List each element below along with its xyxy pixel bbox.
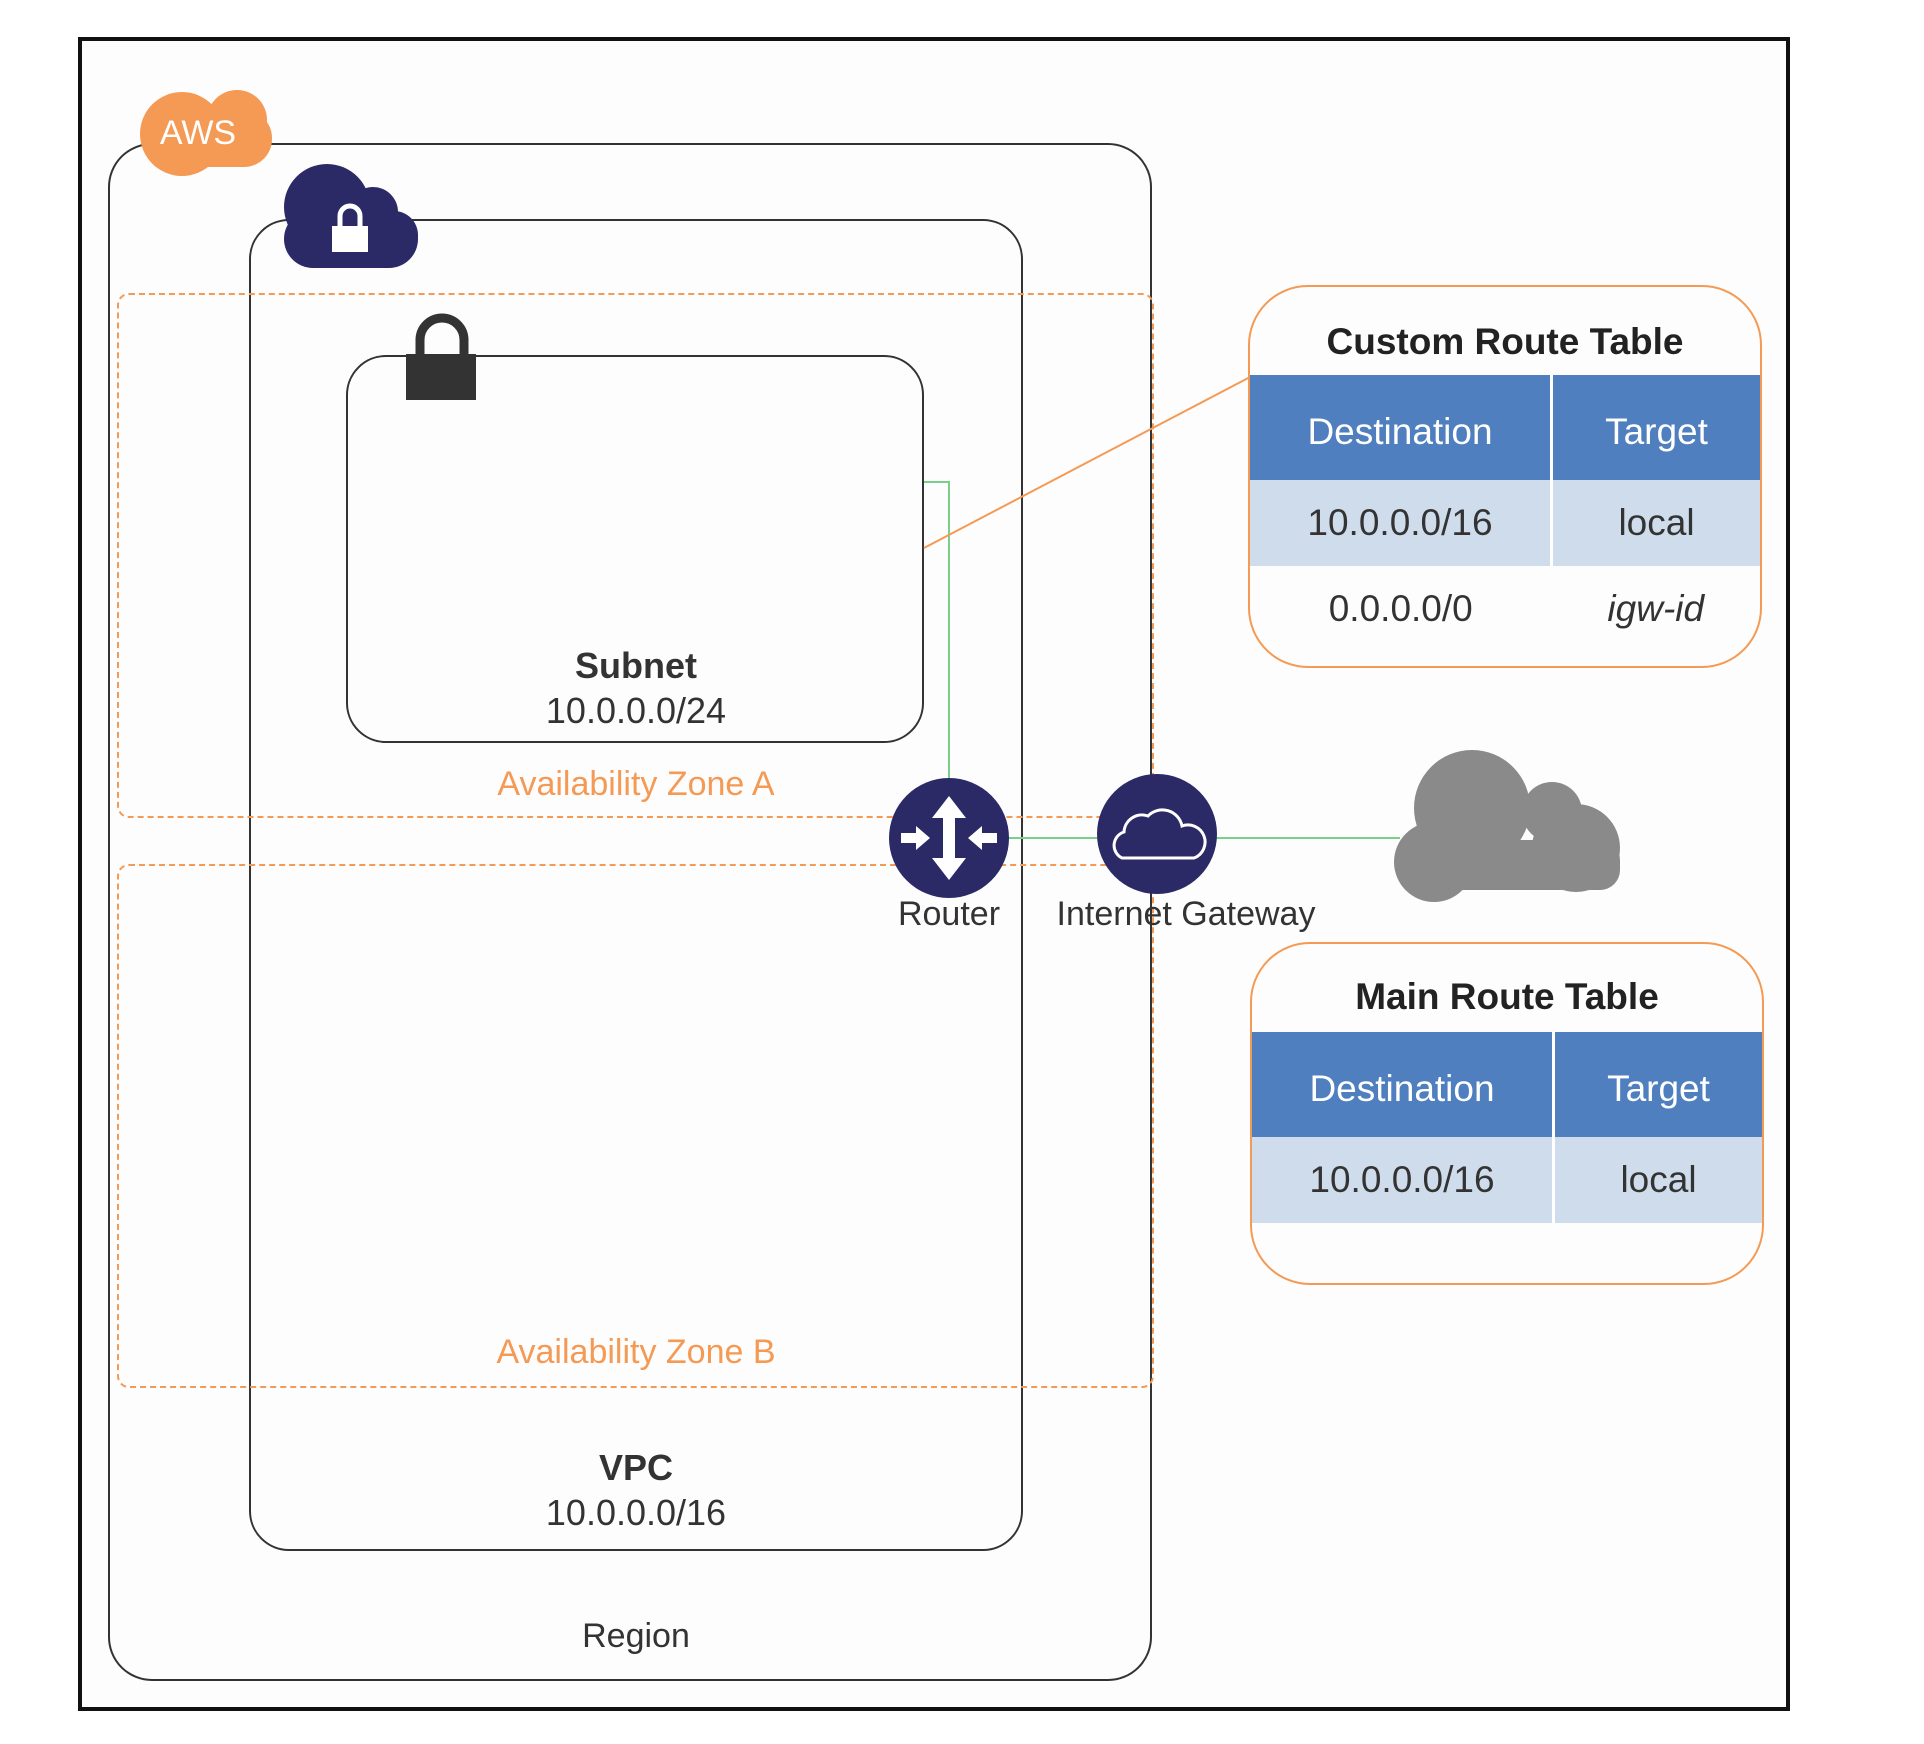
destination-cell: 10.0.0.0/16 (1250, 480, 1553, 566)
column-header: Destination (1250, 375, 1553, 480)
subnet-cidr: 10.0.0.0/24 (545, 690, 727, 731)
table-row: 10.0.0.0/16 local (1250, 480, 1760, 566)
destination-cell: 10.0.0.0/16 (1252, 1137, 1555, 1223)
subnet-title: Subnet (575, 645, 697, 686)
custom-route-table-grid: Destination Target 10.0.0.0/16 local 0.0… (1250, 375, 1760, 652)
column-header: Target (1551, 375, 1760, 480)
vpc-title: VPC (598, 1447, 674, 1488)
availability-zone-a (117, 293, 1154, 818)
table-row: 0.0.0.0/0 igw-id (1250, 566, 1760, 652)
main-route-table-grid: Destination Target 10.0.0.0/16 local (1252, 1032, 1762, 1223)
router-icon (889, 778, 1009, 898)
subnet-router-link (924, 481, 950, 778)
target-cell: local (1551, 480, 1760, 566)
internet-cloud-icon (1394, 750, 1620, 902)
vpc-cidr: 10.0.0.0/16 (545, 1492, 727, 1533)
target-cell: igw-id (1607, 588, 1705, 629)
vpc-cloud-lock-icon (284, 164, 418, 268)
main-route-table-title: Main Route Table (1355, 976, 1659, 1017)
main-route-table: Main Route Table Destination Target 10.0… (1250, 942, 1764, 1285)
region-box (108, 143, 1152, 1681)
table-header-row: Destination Target (1250, 375, 1760, 480)
target-cell: local (1553, 1137, 1762, 1223)
internet-gateway-icon (1097, 774, 1217, 894)
availability-zone-a-label: Availability Zone A (497, 765, 775, 803)
table-row: 10.0.0.0/16 local (1252, 1137, 1762, 1223)
subnet-lock-icon (406, 313, 476, 400)
destination-cell: 0.0.0.0/0 (1328, 588, 1473, 629)
table-header-row: Destination Target (1252, 1032, 1762, 1137)
availability-zone-b-label: Availability Zone B (496, 1333, 776, 1371)
column-header: Destination (1252, 1032, 1555, 1137)
internet-gateway-label: Internet Gateway (1056, 895, 1316, 933)
aws-badge-label: AWS (159, 114, 237, 152)
subnet-box (346, 355, 924, 743)
column-header: Target (1553, 1032, 1762, 1137)
region-label: Region (582, 1617, 690, 1655)
custom-route-table-title: Custom Route Table (1326, 321, 1684, 362)
route-table-association-line (923, 375, 1253, 549)
custom-route-table: Custom Route Table Destination Target 10… (1248, 285, 1762, 668)
availability-zone-b (117, 864, 1154, 1388)
aws-cloud-icon (140, 90, 272, 176)
router-label: Router (897, 895, 1001, 933)
vpc-box (249, 219, 1023, 1551)
